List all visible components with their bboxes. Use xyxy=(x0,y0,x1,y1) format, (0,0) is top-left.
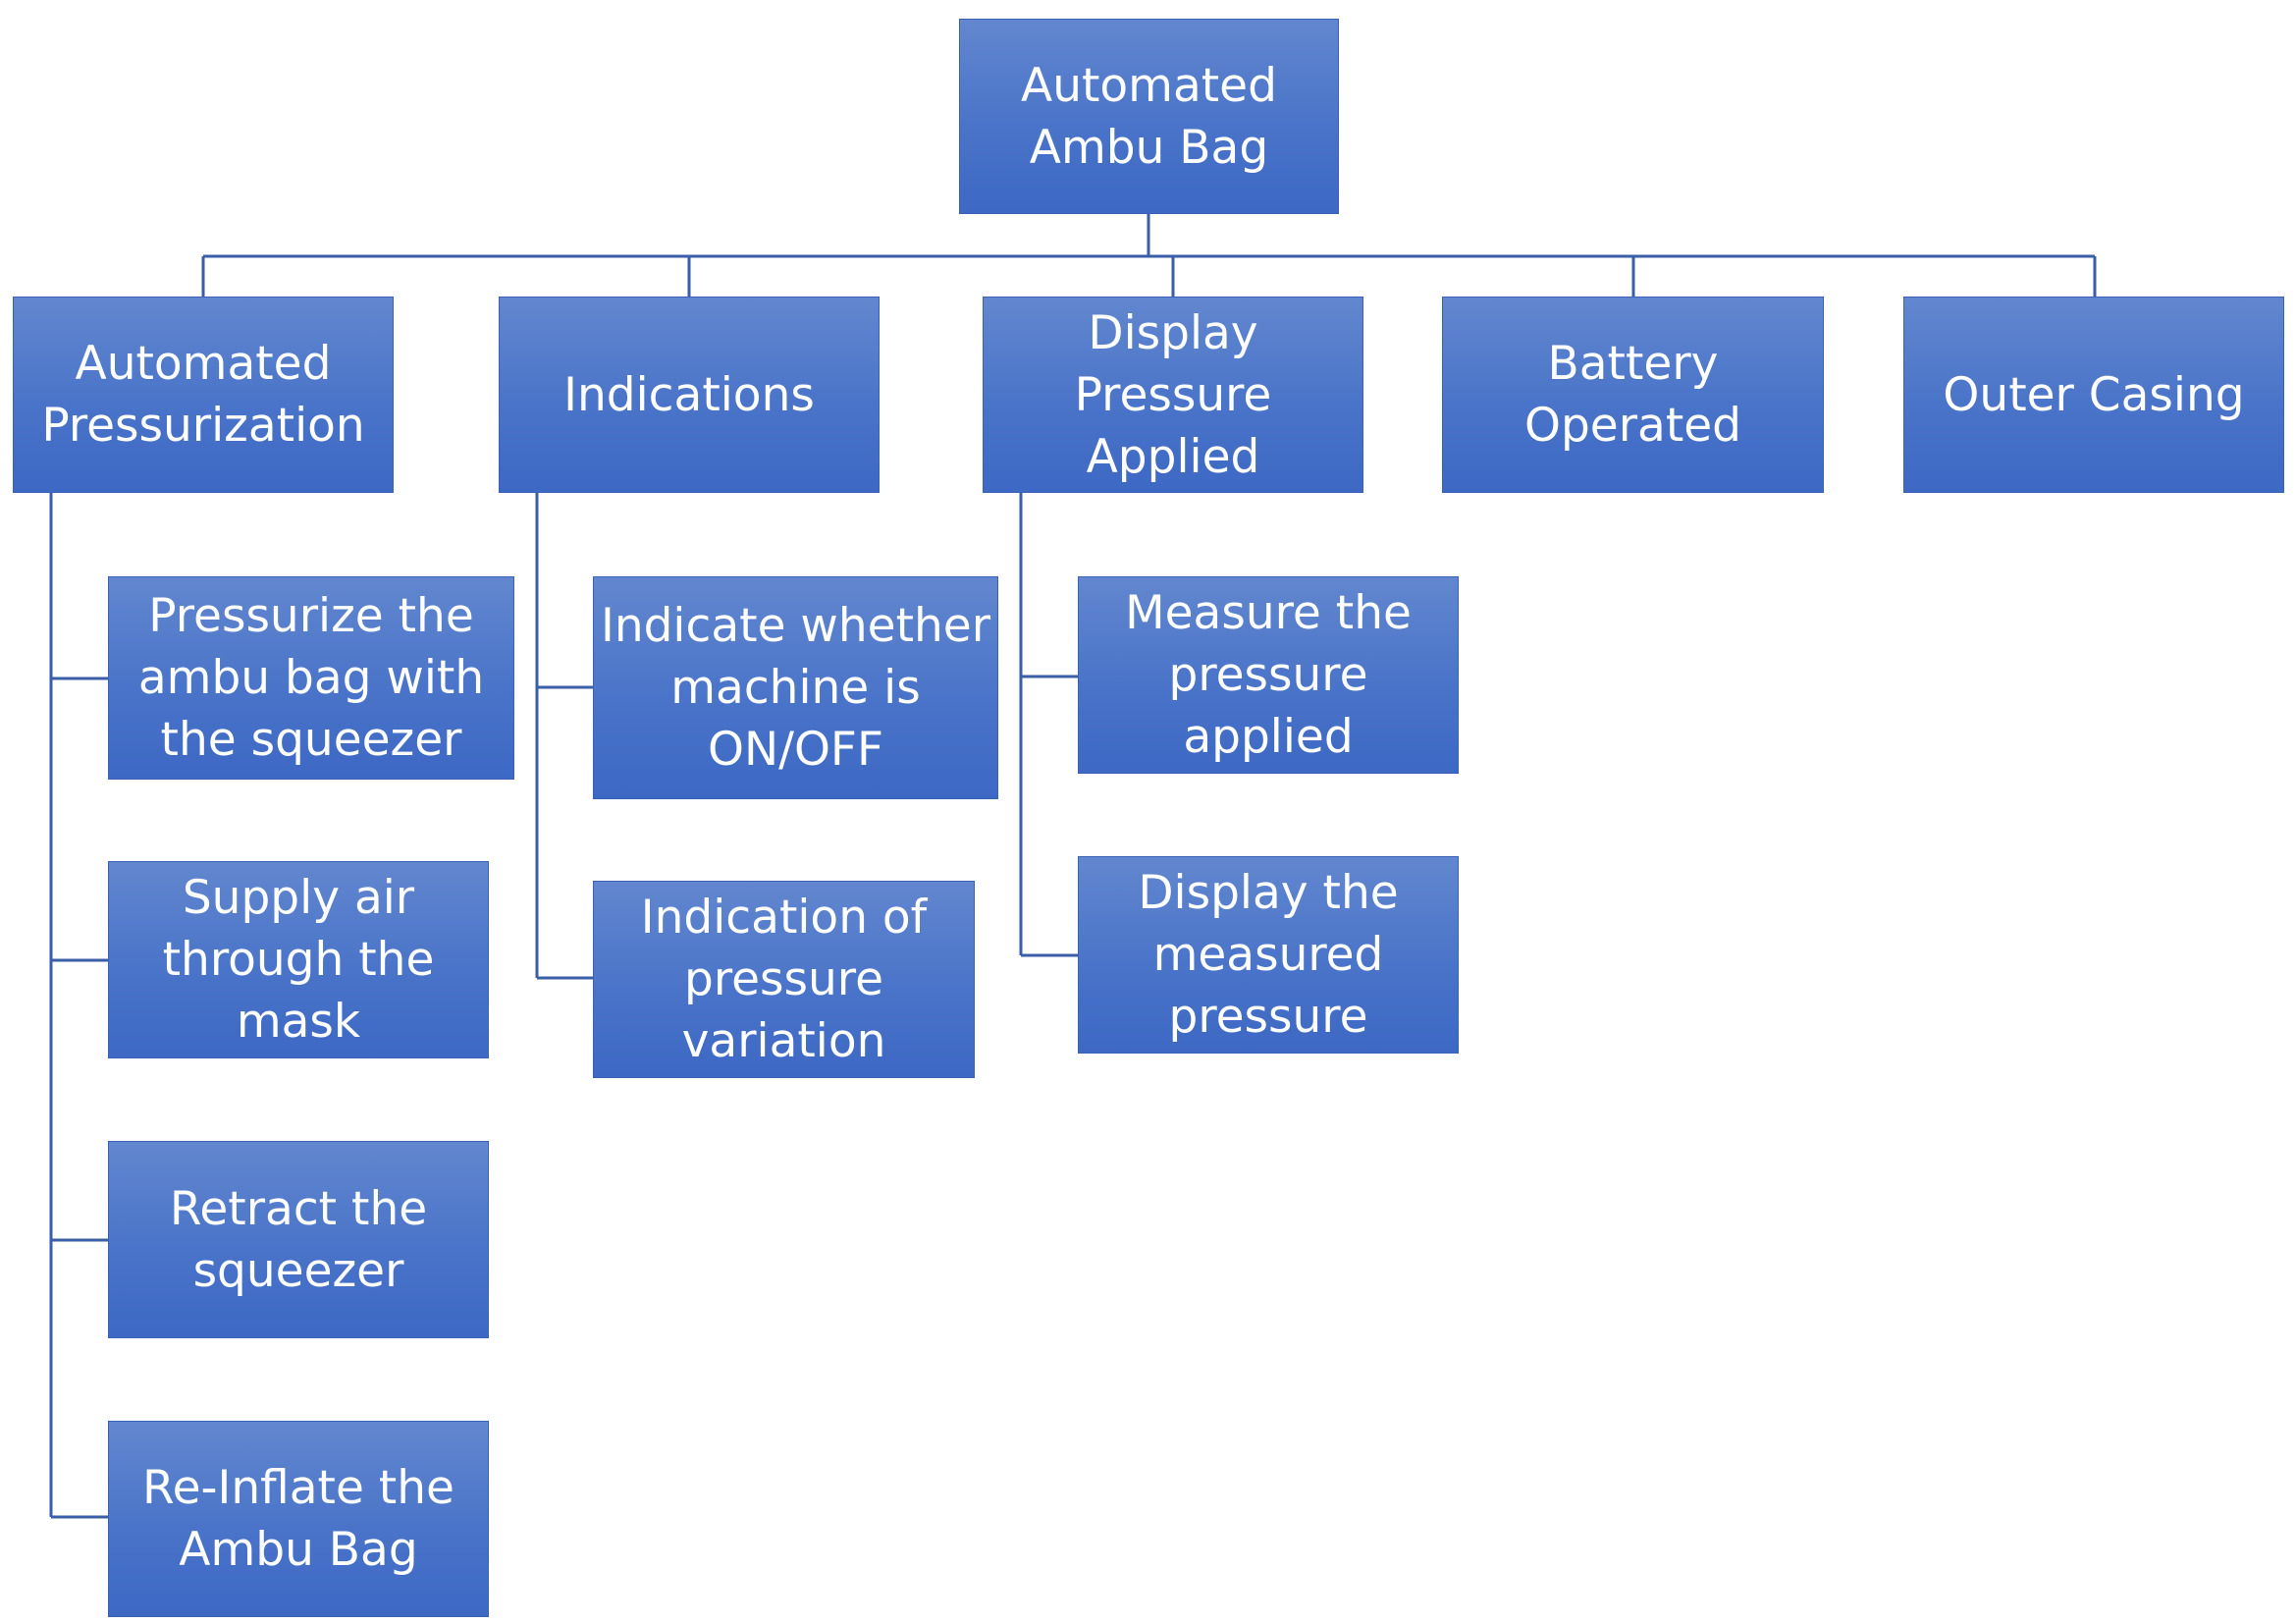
category-node-indications: Indications xyxy=(499,297,880,493)
task-node-pressurize-squeezer: Pressurize the ambu bag with the squeeze… xyxy=(108,576,514,780)
task-node-reinflate: Re-Inflate the Ambu Bag xyxy=(108,1421,489,1617)
task-node-pressure-variation: Indication of pressure variation xyxy=(593,881,975,1078)
task-node-supply-air: Supply air through the mask xyxy=(108,861,489,1058)
root-node: Automated Ambu Bag xyxy=(959,19,1339,214)
task-node-measure-pressure: Measure the pressure applied xyxy=(1078,576,1459,774)
category-node-display: Display Pressure Applied xyxy=(983,297,1363,493)
task-node-on-off: Indicate whether machine is ON/OFF xyxy=(593,576,998,799)
category-node-pressurization: Automated Pressurization xyxy=(13,297,394,493)
category-node-casing: Outer Casing xyxy=(1903,297,2284,493)
category-node-battery: Battery Operated xyxy=(1442,297,1824,493)
task-node-retract-squeezer: Retract the squeezer xyxy=(108,1141,489,1338)
task-node-display-measured: Display the measured pressure xyxy=(1078,856,1459,1054)
